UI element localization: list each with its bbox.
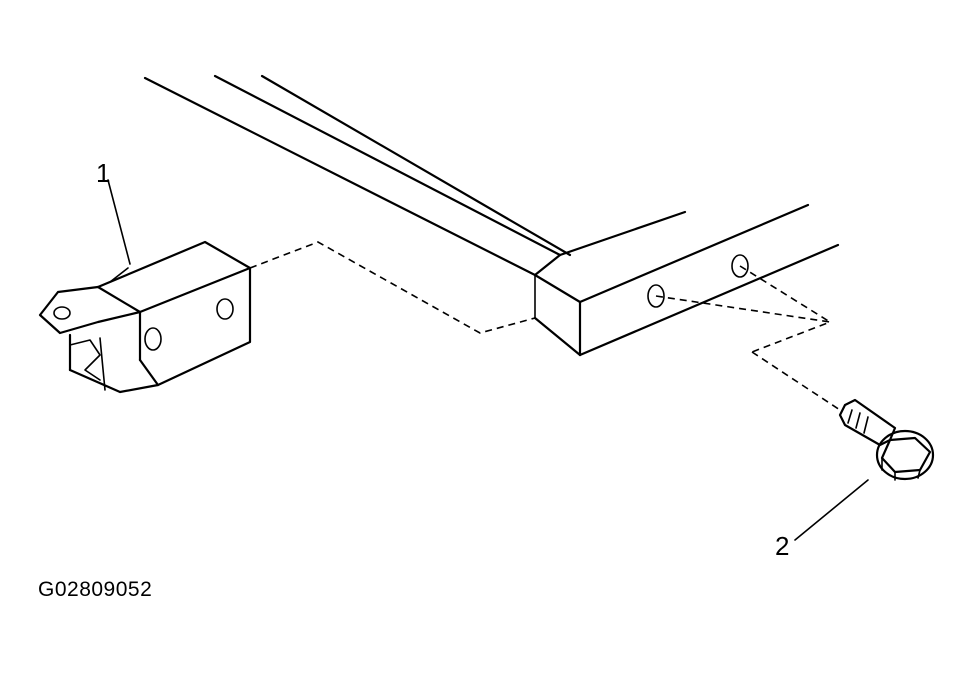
rail-hole-rear <box>731 254 749 278</box>
leader-line-2 <box>794 479 869 541</box>
rail-hole-front <box>647 284 665 308</box>
callout-1-label: 1 <box>96 158 110 188</box>
bracket-part <box>38 240 252 394</box>
figure-id-label: G02809052 <box>38 578 153 601</box>
leader-line-1 <box>107 179 131 265</box>
bolt-part <box>838 398 935 481</box>
bracket-hole-rear <box>216 298 234 320</box>
frame-rail <box>143 74 840 357</box>
alignment-lines <box>249 241 841 411</box>
callout-2-label: 2 <box>775 531 789 561</box>
bracket-hole-front <box>144 327 162 351</box>
